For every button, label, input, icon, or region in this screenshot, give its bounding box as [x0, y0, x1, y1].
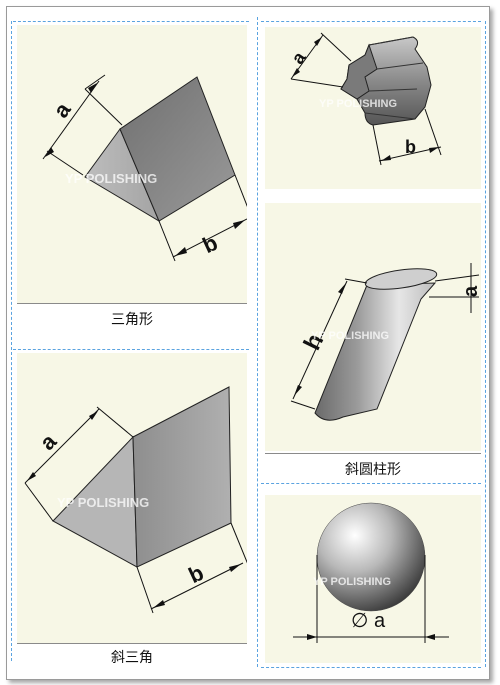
dimension-line-a	[42, 80, 100, 160]
arrow-head	[294, 385, 302, 396]
arrow-head	[27, 472, 36, 481]
figure-frame: a b YP POLISHING 三角形	[6, 6, 490, 680]
caption-triangle: 三角形	[111, 312, 153, 328]
caption-oblique: 斜三角	[111, 650, 153, 665]
caption-cylinder: 斜圆柱形	[345, 462, 401, 478]
arrow-head	[338, 283, 346, 294]
arrow-head	[45, 147, 54, 157]
extension-line	[234, 174, 247, 208]
extension-line	[84, 74, 106, 90]
watermark: YP POLISHING	[311, 330, 389, 342]
oblique-prism-diagram: a b YP POLISHING	[24, 386, 247, 614]
dimension-line-a	[24, 408, 100, 484]
extension-line	[84, 88, 123, 126]
extension-line	[320, 32, 352, 62]
arrow-head	[425, 634, 435, 640]
arrow-head	[292, 68, 300, 77]
watermark: YP POLISHING	[65, 171, 157, 186]
label-b: b	[405, 137, 416, 157]
extension-line	[344, 278, 368, 284]
label-diameter: ∅ a	[351, 610, 386, 632]
extension-line	[230, 522, 247, 564]
dashed-guide	[261, 21, 481, 22]
dashed-guide	[13, 21, 249, 22]
dimension-line-b	[150, 562, 244, 610]
panel-cylinder: h a YP POLISHING	[265, 203, 481, 451]
sphere-diagram: ∅ a YP POLISHING	[293, 502, 449, 643]
triangle-prism-diagram: a b YP POLISHING	[42, 74, 247, 262]
extension-line	[136, 566, 154, 614]
arrow-head	[307, 634, 317, 640]
label-a: a	[460, 285, 481, 297]
star-prism-diagram: a b YP POLISHING	[287, 32, 442, 166]
dashed-guide	[257, 17, 258, 667]
caption-divider	[17, 643, 247, 644]
extension-line	[290, 400, 316, 410]
extension-line	[96, 406, 134, 438]
caption-divider	[265, 453, 481, 454]
dashed-guide	[13, 349, 249, 350]
watermark: YP POLISHING	[313, 576, 391, 588]
extension-line	[434, 274, 480, 282]
extension-line	[158, 220, 176, 262]
panel-sphere: ∅ a YP POLISHING	[265, 495, 481, 663]
dashed-guide	[485, 21, 486, 667]
arrow-head	[229, 564, 241, 572]
dashed-guide	[261, 483, 481, 484]
star-edge-lines	[364, 36, 424, 120]
extension-line	[24, 482, 54, 522]
caption-divider	[17, 303, 247, 304]
dimension-line-h	[292, 280, 348, 400]
label-b: b	[185, 560, 208, 588]
cylinder-top-face	[364, 268, 438, 290]
extension-line	[290, 78, 344, 88]
star-end-face	[340, 43, 378, 100]
extension-line	[46, 150, 84, 176]
arrow-head	[429, 147, 439, 153]
arrow-head	[88, 83, 97, 93]
watermark: YP POLISHING	[57, 495, 149, 510]
panel-star: a b YP POLISHING	[265, 27, 481, 189]
prism-side-face	[132, 386, 232, 568]
arrow-head	[381, 155, 391, 161]
arrow-head	[314, 37, 322, 46]
dashed-guide	[11, 21, 12, 661]
arrow-head	[233, 220, 245, 229]
sphere-shape	[316, 502, 426, 612]
panel-oblique: a b YP POLISHING	[17, 353, 247, 643]
oblique-cylinder-diagram: h a YP POLISHING	[290, 263, 481, 421]
cylinder-body	[314, 282, 437, 421]
arrow-head	[153, 600, 165, 608]
dashed-guide	[261, 667, 481, 668]
panel-triangle: a b YP POLISHING	[17, 25, 247, 303]
arrow-head	[175, 247, 187, 256]
extension-line	[372, 124, 382, 166]
arrow-head	[89, 411, 98, 420]
watermark: YP POLISHING	[319, 98, 397, 110]
